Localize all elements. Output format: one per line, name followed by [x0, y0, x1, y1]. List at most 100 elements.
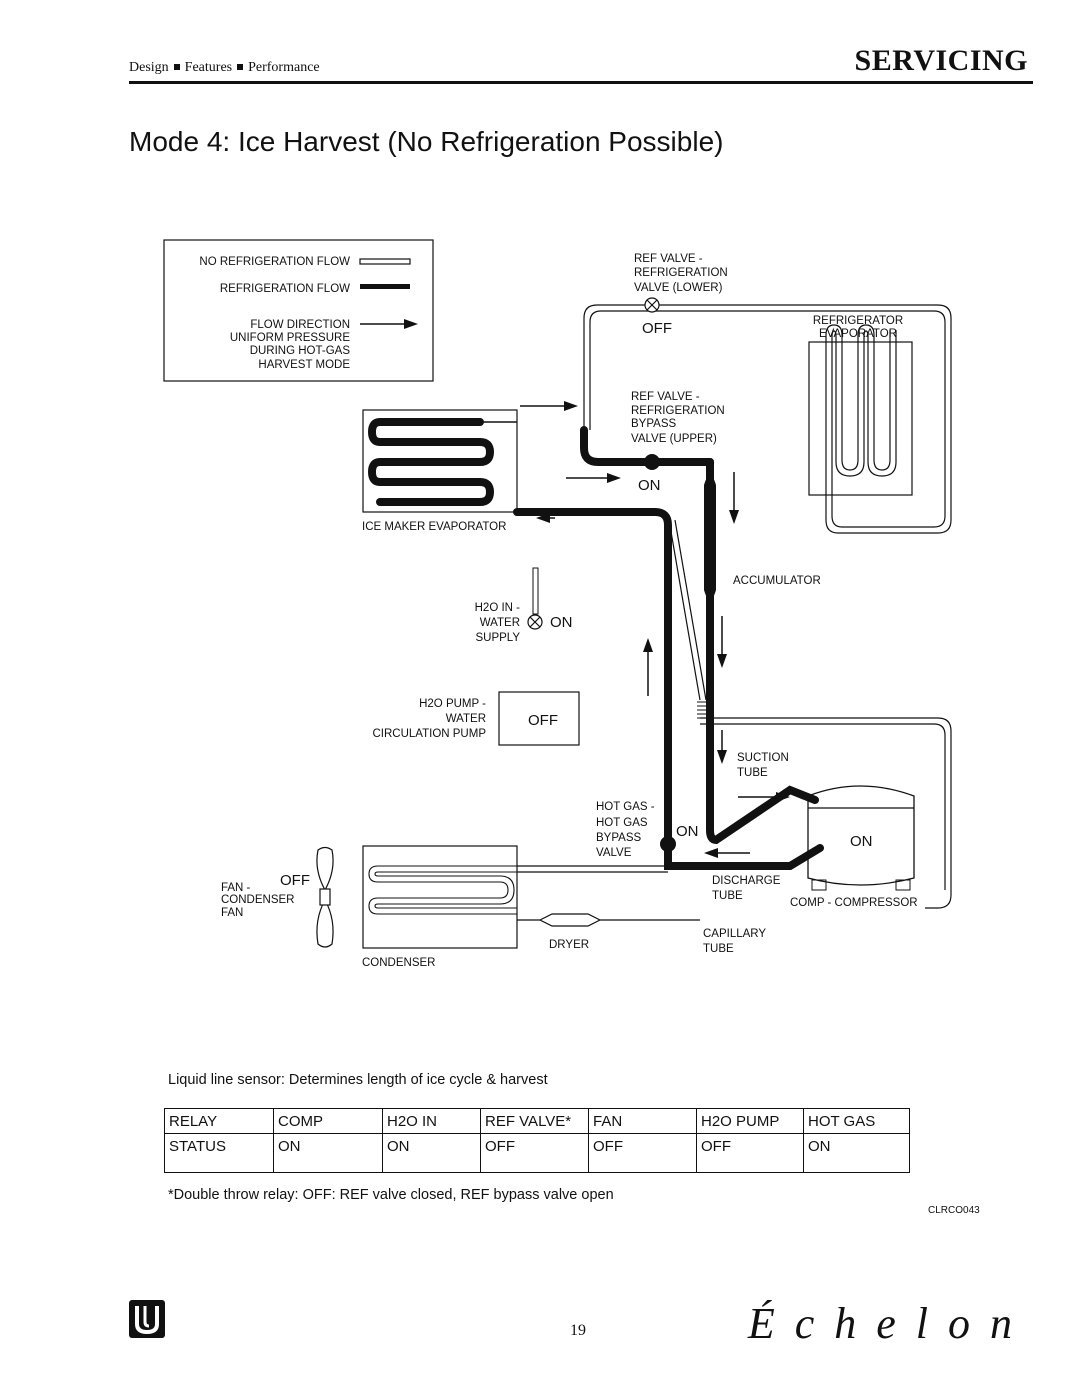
- table-cell: REF VALVE*: [480, 1108, 589, 1134]
- capillary-coil: [697, 701, 709, 719]
- brand-wordmark: Échelon: [747, 1299, 1032, 1348]
- discharge-tube-label: TUBE: [712, 890, 743, 902]
- flow-arrows: [520, 401, 790, 858]
- legend-direction-line: FLOW DIRECTION: [250, 319, 350, 331]
- no-flow-piping: [517, 304, 952, 921]
- fan-label: FAN -: [221, 882, 251, 894]
- legend-direction-line: DURING HOT-GAS: [250, 345, 351, 357]
- legend-no-flow-label: NO REFRIGERATION FLOW: [199, 256, 350, 268]
- arrow-right-icon: [564, 401, 578, 411]
- hot-gas-valve-icon: [660, 836, 676, 852]
- legend-flow-label: REFRIGERATION FLOW: [220, 283, 350, 295]
- water-supply-pipe: [532, 567, 539, 615]
- refrigerator-evaporator-label: REFRIGERATOR: [813, 315, 903, 327]
- status-table: RELAY COMP H2O IN REF VALVE* FAN H2O PUM…: [164, 1108, 910, 1173]
- header-tagline: Design Features Performance: [129, 60, 320, 76]
- legend-direction-line: UNIFORM PRESSURE: [230, 332, 350, 344]
- water-supply-valve-icon: [527, 614, 543, 630]
- condenser-label: CONDENSER: [362, 957, 435, 969]
- legend-direction-line: HARVEST MODE: [258, 359, 350, 371]
- table-cell: ON: [803, 1133, 910, 1173]
- pump-state: OFF: [528, 712, 558, 729]
- bullet-square-icon: [173, 63, 180, 70]
- condenser-box: [362, 845, 518, 949]
- pump-label: WATER: [446, 713, 486, 725]
- tagline-item: Features: [184, 60, 233, 75]
- suction-tube-label: SUCTION: [737, 752, 789, 764]
- compressor-label: COMP - COMPRESSOR: [790, 897, 918, 909]
- legend-no-flow-line: [359, 258, 411, 265]
- ref-valve-lower-label: REF VALVE -: [634, 253, 703, 265]
- tagline-item: Performance: [248, 60, 320, 75]
- table-cell: OFF: [480, 1133, 589, 1173]
- page-number: 19: [570, 1322, 586, 1339]
- table-cell: H2O IN: [382, 1108, 481, 1134]
- arrow-right-icon: [607, 473, 621, 483]
- liquid-line-note: Liquid line sensor: Determines length of…: [168, 1072, 548, 1088]
- dryer-label: DRYER: [549, 939, 589, 951]
- tagline-item: Design: [129, 60, 169, 75]
- fan-state: OFF: [280, 872, 310, 889]
- dryer-shape: [538, 913, 602, 927]
- ice-maker-evaporator-box: [362, 409, 518, 513]
- hot-gas-valve-label: VALVE: [596, 847, 632, 859]
- accumulator-shape: [704, 475, 716, 600]
- table-cell: STATUS: [164, 1133, 274, 1173]
- hot-gas-valve-label: HOT GAS: [596, 817, 648, 829]
- ref-bypass-valve-label: VALVE (UPPER): [631, 433, 717, 445]
- status-table-row: STATUS ON ON OFF OFF OFF ON: [164, 1133, 910, 1173]
- brand-logo-icon: [129, 1300, 165, 1338]
- ref-valve-lower-label: VALVE (LOWER): [634, 282, 723, 294]
- ref-valve-lower-icon: [644, 297, 660, 313]
- arrow-down-icon: [729, 510, 739, 524]
- pump-label: H2O PUMP -: [419, 698, 486, 710]
- fan-icon: [316, 846, 334, 948]
- arrow-up-icon: [643, 638, 653, 652]
- ref-valve-lower-label: REFRIGERATION: [634, 267, 728, 279]
- ref-bypass-valve-label: REFRIGERATION: [631, 405, 725, 417]
- water-supply-label: H2O IN -: [475, 602, 521, 614]
- ref-bypass-valve-icon: [644, 454, 660, 470]
- bullet-square-icon: [237, 63, 244, 70]
- arrow-left-icon: [536, 513, 550, 523]
- ice-maker-evaporator-label: ICE MAKER EVAPORATOR: [362, 521, 506, 533]
- capillary-tube-label: CAPILLARY: [703, 928, 766, 940]
- figure-code: CLRCO043: [928, 1205, 980, 1216]
- arrow-right-icon: [776, 792, 790, 802]
- section-title: SERVICING: [854, 44, 1028, 77]
- table-cell: H2O PUMP: [696, 1108, 804, 1134]
- arrow-down-icon: [717, 654, 727, 668]
- table-cell: FAN: [588, 1108, 697, 1134]
- refrigeration-flow-piping: [367, 418, 824, 870]
- water-supply-label: WATER: [480, 617, 520, 629]
- status-table-header-row: RELAY COMP H2O IN REF VALVE* FAN H2O PUM…: [164, 1108, 910, 1134]
- table-cell: HOT GAS: [803, 1108, 910, 1134]
- legend-arrowhead-icon: [404, 319, 418, 329]
- table-cell: OFF: [588, 1133, 697, 1173]
- fan-label: CONDENSER: [221, 894, 294, 906]
- hot-gas-valve-label: HOT GAS -: [596, 801, 655, 813]
- capillary-tube-label: TUBE: [703, 943, 734, 955]
- legend: NO REFRIGERATION FLOW REFRIGERATION FLOW…: [163, 239, 434, 382]
- arrow-left-icon: [704, 848, 718, 858]
- ref-valve-lower-state: OFF: [642, 320, 672, 337]
- water-supply-label: SUPPLY: [475, 632, 520, 644]
- legend-flow-line: [360, 284, 410, 289]
- table-cell: RELAY: [164, 1108, 274, 1134]
- condenser-coil: [368, 865, 517, 915]
- compressor-shape: [807, 785, 915, 891]
- accumulator-label: ACCUMULATOR: [733, 575, 821, 587]
- table-cell: COMP: [273, 1108, 383, 1134]
- page-title: Mode 4: Ice Harvest (No Refrigeration Po…: [129, 126, 724, 157]
- water-supply-state: ON: [550, 614, 573, 631]
- table-cell: ON: [273, 1133, 383, 1173]
- hot-gas-valve-label: BYPASS: [596, 832, 641, 844]
- relay-footnote: *Double throw relay: OFF: REF valve clos…: [168, 1187, 614, 1203]
- pump-box: [498, 691, 580, 746]
- suction-tube-label: TUBE: [737, 767, 768, 779]
- fan-label: FAN: [221, 907, 243, 919]
- header-rule: [129, 81, 1033, 84]
- compressor-state: ON: [850, 833, 873, 850]
- ref-bypass-valve-label: BYPASS: [631, 418, 676, 430]
